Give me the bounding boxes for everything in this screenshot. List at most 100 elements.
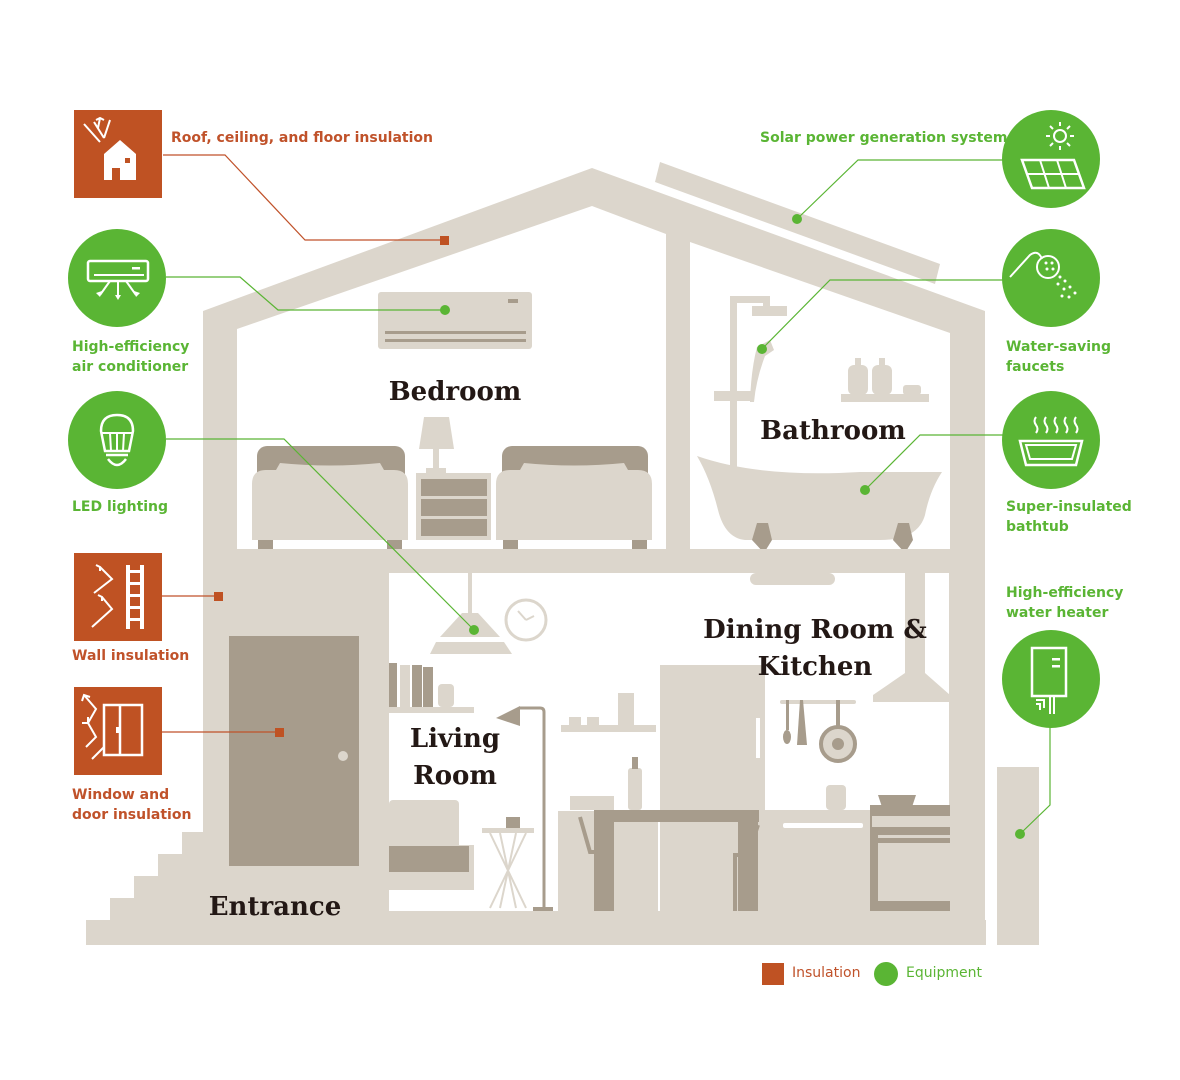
water-saving-faucet-label: Water-saving faucets: [1006, 337, 1111, 377]
dining-chair: [578, 816, 602, 911]
water-saving-faucet-badge: [1002, 229, 1100, 327]
leader-endpoints: [214, 214, 1025, 839]
faucet-label-line-1: Water-saving: [1006, 339, 1111, 355]
ceiling-duct: [750, 573, 835, 585]
roof-insulation-badge: [74, 110, 162, 198]
marker-wall: [214, 592, 223, 601]
entrance-steps: [86, 832, 205, 945]
ground-slab: [86, 920, 986, 945]
bed-left: [252, 463, 408, 540]
air-conditioner-label: High-efficiency air conditioner: [72, 337, 189, 377]
legend-equipment-label: Equipment: [906, 965, 982, 981]
wall-shelf: [561, 725, 656, 732]
window-door-label-line-2: door insulation: [72, 807, 192, 823]
room-label-living-room: Living Room: [395, 721, 515, 795]
shower-head-icon: [1009, 251, 1077, 299]
entrance-door: [229, 636, 359, 866]
leader-roof-insulation: [163, 154, 444, 241]
bath-shelf: [841, 394, 929, 402]
bathtub-label: Super-insulated bathtub: [1006, 497, 1132, 537]
bathtub-label-line-1: Super-insulated: [1006, 499, 1132, 515]
hood-chimney: [905, 573, 925, 673]
side-table: [482, 828, 534, 833]
roof-insulation-label: Roof, ceiling, and floor insulation: [171, 130, 433, 146]
window-door-insulation-icon: [81, 693, 144, 760]
living-room-line-1: Living: [409, 724, 501, 754]
floor-slab: [203, 549, 985, 573]
pendant-light: [440, 613, 500, 637]
window-door-insulation-badge: [74, 687, 162, 775]
air-conditioner-badge: [68, 229, 166, 327]
kitchen-furniture: [558, 665, 950, 911]
water-heater-badge: [1002, 630, 1100, 728]
shampoo-bottle: [848, 365, 868, 395]
marker-roof: [440, 236, 449, 245]
house-roof-insulation-icon: [83, 116, 136, 180]
marker-solar: [792, 214, 802, 224]
led-lighting-label: LED lighting: [72, 499, 169, 515]
window-door-label-line-1: Window and: [72, 787, 170, 803]
wine-glasses: [672, 780, 700, 810]
solar-power-label: Solar power generation system: [760, 130, 1008, 146]
living-room-furniture: [389, 573, 553, 911]
led-bulb-icon: [99, 413, 135, 467]
legend-insulation-label: Insulation: [792, 965, 861, 981]
marker-bathtub: [860, 485, 870, 495]
leader-bathtub: [864, 434, 1003, 491]
wall-insulation-icon: [91, 564, 144, 629]
legend-insulation-swatch: [762, 963, 784, 985]
air-conditioner-label-line-2: air conditioner: [72, 359, 189, 375]
led-lighting-badge: [68, 391, 166, 489]
soap-bar: [903, 385, 921, 395]
room-label-bedroom: Bedroom: [388, 377, 522, 407]
water-heater-icon: [1030, 646, 1068, 714]
wall-clock: [504, 598, 548, 642]
plate-stack: [570, 796, 614, 810]
bathtub-badge: [1002, 391, 1100, 489]
legend-equipment-swatch: [874, 962, 898, 986]
wine-bottle: [628, 768, 642, 810]
faucet-label-line-2: faucets: [1006, 359, 1065, 375]
water-heater-label-line-2: water heater: [1006, 605, 1109, 621]
dining-kitchen-line-2: Kitchen: [757, 652, 873, 682]
shower-pole: [730, 296, 737, 481]
leader-solar: [796, 159, 1003, 220]
solar-panel-icon: [1020, 122, 1086, 190]
wall-insulation-badge: [74, 553, 162, 641]
bathroom-fixtures: [697, 296, 942, 553]
room-label-entrance: Entrance: [208, 892, 342, 922]
air-conditioner-unit: [378, 292, 532, 349]
window-door-insulation-label: Window and door insulation: [72, 785, 191, 825]
water-heater-label: High-efficiency water heater: [1006, 583, 1123, 623]
marker-faucet: [757, 344, 767, 354]
hand-shower: [750, 340, 774, 402]
air-conditioner-label-line-1: High-efficiency: [72, 339, 190, 355]
water-heater-unit: [997, 767, 1039, 945]
leader-air-conditioner: [166, 276, 445, 311]
marker-led: [469, 625, 479, 635]
leader-lines: [162, 154, 1051, 835]
leader-led-lighting: [166, 438, 475, 631]
room-label-bathroom: Bathroom: [760, 416, 906, 446]
marker-water-heater: [1015, 829, 1025, 839]
solar-power-badge: [1002, 110, 1100, 208]
wall-insulation-label: Wall insulation: [72, 648, 190, 664]
utensil-rail: [780, 700, 856, 704]
leader-water-heater: [1019, 727, 1051, 835]
living-room-line-2: Room: [413, 761, 497, 791]
air-conditioner-icon: [86, 259, 150, 300]
leader-faucet: [761, 279, 1003, 350]
marker-ac: [440, 305, 450, 315]
bathtub-icon: [1018, 416, 1084, 467]
soap-bottle: [872, 365, 892, 395]
bed-right: [496, 463, 652, 540]
range-hood: [873, 673, 950, 702]
bathtub: [697, 456, 942, 540]
bookshelf: [389, 707, 474, 713]
bedroom-furniture: [252, 292, 652, 550]
table-lamp: [419, 417, 454, 449]
room-label-dining-kitchen: Dining Room & Kitchen: [695, 612, 935, 686]
water-heater-label-line-1: High-efficiency: [1006, 585, 1124, 601]
cooking-pot: [878, 795, 916, 807]
